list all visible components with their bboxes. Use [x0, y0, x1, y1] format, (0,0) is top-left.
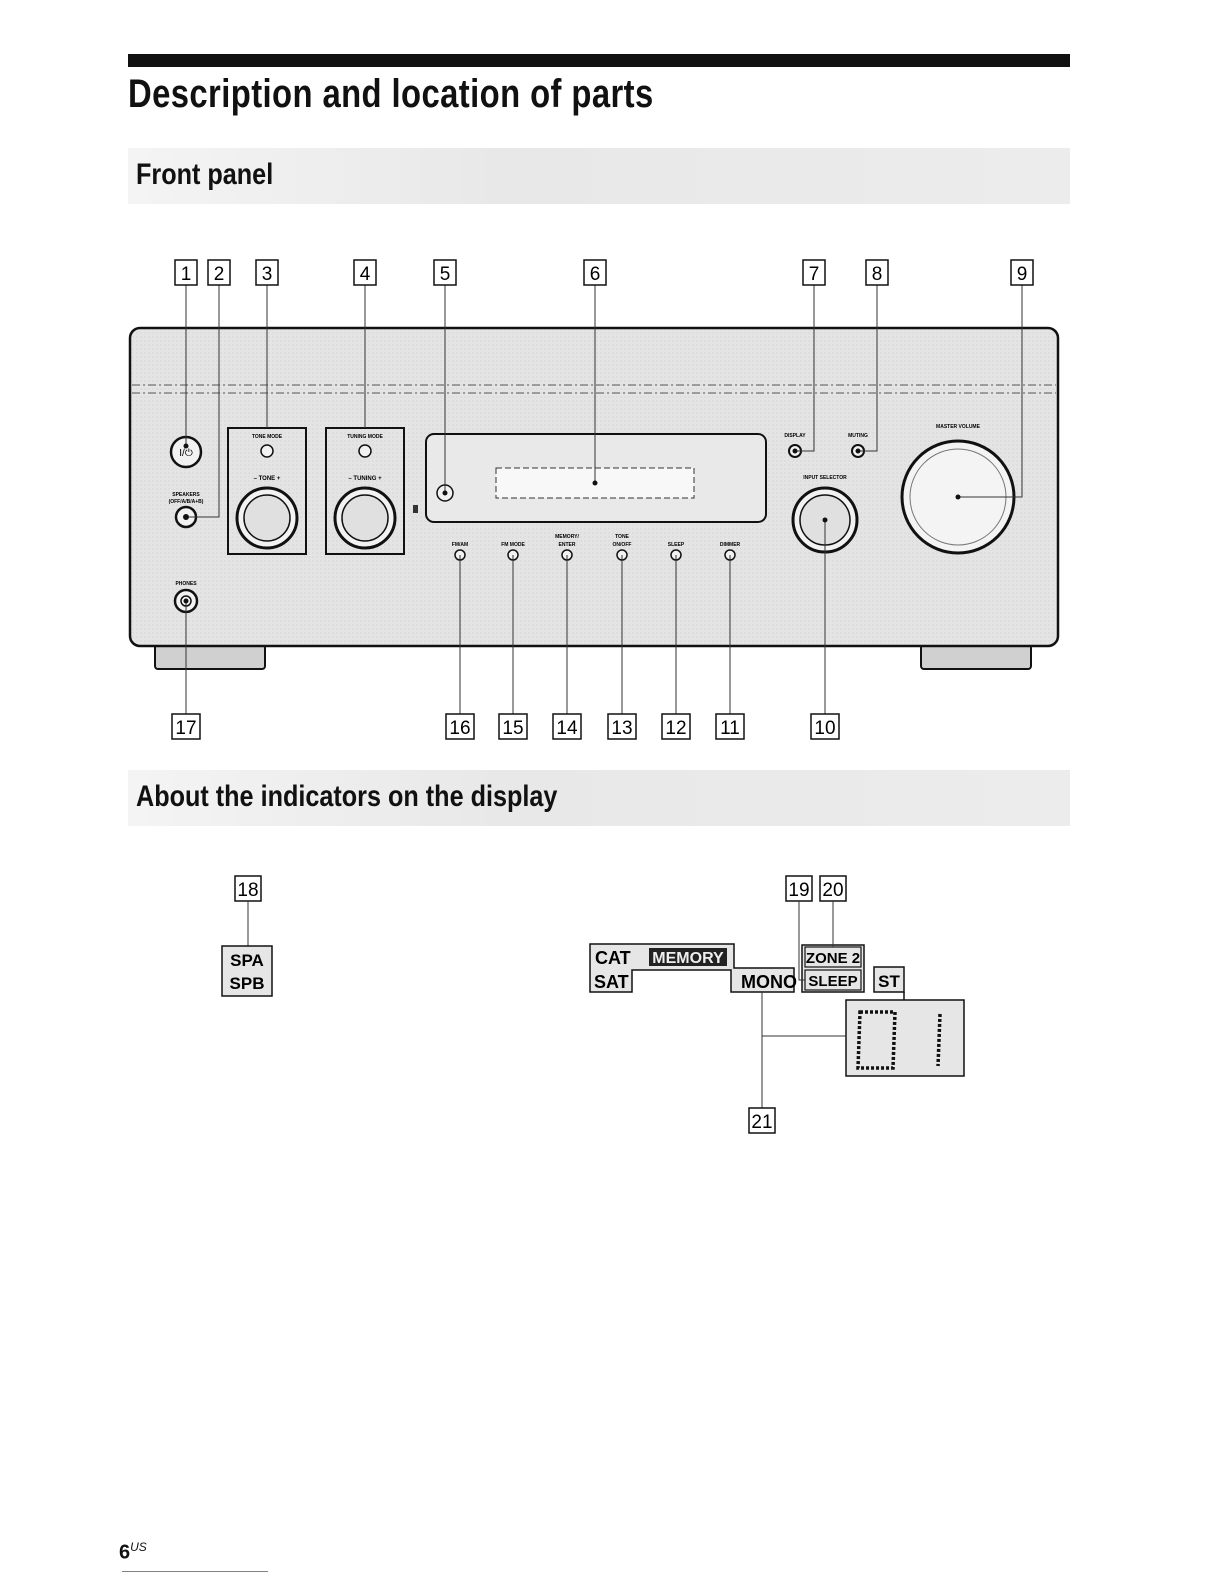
front-panel-section-header: Front panel: [128, 148, 1070, 204]
svg-text:5: 5: [440, 264, 451, 285]
dimmer-label: DIMMER: [720, 542, 741, 548]
callout-10: 10: [810, 713, 840, 740]
svg-text:19: 19: [788, 880, 809, 901]
svg-text:16: 16: [449, 718, 470, 739]
callout-19: 19: [785, 875, 813, 902]
callout-5: 5: [433, 259, 457, 286]
leader-dots-top: [183, 443, 961, 520]
front-panel-heading: Front panel: [136, 158, 274, 191]
svg-text:1: 1: [181, 264, 192, 285]
callout-7: 7: [802, 259, 826, 286]
tuning-mode-button[interactable]: [358, 444, 372, 458]
leader-lines-top: [185, 285, 1023, 518]
display-label: DISPLAY: [784, 433, 806, 439]
indicators-heading: About the indicators on the display: [136, 780, 558, 813]
footer-rule: [122, 1571, 268, 1572]
svg-text:9: 9: [1017, 264, 1028, 285]
callout-1: 1: [174, 259, 198, 286]
callout-16: 16: [445, 713, 475, 740]
title-rule: [128, 54, 1070, 67]
callout-8: 8: [865, 259, 889, 286]
callout-9: 9: [1010, 259, 1034, 286]
power-symbol: I/⏻: [179, 448, 193, 459]
tone-onoff-label-2: ON/OFF: [613, 542, 632, 548]
fm-am-label: FM/AM: [452, 542, 468, 548]
input-selector-label: INPUT SELECTOR: [803, 475, 847, 481]
svg-text:17: 17: [175, 718, 196, 739]
memory-indicator: MEMORY: [652, 950, 724, 967]
memory-enter-label: MEMORY/: [555, 534, 579, 540]
tone-label: – TONE +: [254, 476, 281, 482]
page-title: Description and location of parts: [128, 72, 654, 116]
memory-enter-label-2: ENTER: [559, 542, 576, 548]
svg-text:14: 14: [556, 718, 578, 739]
svg-text:11: 11: [720, 718, 740, 739]
callout-17: 17: [171, 713, 201, 740]
callout-18: 18: [234, 875, 262, 902]
svg-text:4: 4: [360, 264, 371, 285]
callout-2: 2: [207, 259, 231, 286]
cat-indicator: CAT: [595, 948, 631, 968]
callout-3: 3: [255, 259, 279, 286]
callout-20: 20: [819, 875, 847, 902]
st-indicator-frame: [873, 966, 905, 993]
svg-text:2: 2: [214, 264, 225, 285]
svg-text:13: 13: [611, 718, 632, 739]
st-indicator: ST: [878, 972, 900, 991]
sleep-indicator: SLEEP: [808, 973, 857, 990]
front-panel-diagram: I/⏻ SPEAKERS (OFF/A/B/A+B) PHONES TONE M…: [128, 259, 1060, 740]
callouts-top: 1 2 3 4 5 6 7 8 9: [174, 259, 1034, 286]
tuning-mode-label: TUNING MODE: [347, 434, 383, 440]
cat-sat-frame: [589, 943, 795, 993]
sat-indicator: SAT: [594, 972, 629, 992]
svg-text:3: 3: [262, 264, 273, 285]
svg-text:18: 18: [237, 880, 258, 901]
svg-text:21: 21: [751, 1112, 772, 1133]
spa-spb-indicator: [221, 945, 273, 997]
muting-label: MUTING: [848, 433, 868, 439]
phones-label: PHONES: [175, 581, 197, 587]
spb-indicator: SPB: [230, 974, 265, 993]
page-number: 6US: [119, 1540, 147, 1564]
speakers-label: SPEAKERS: [172, 492, 200, 498]
tone-mode-button[interactable]: [260, 444, 274, 458]
callouts-bottom: 17 16 15 14 13 12 11 10: [171, 713, 840, 740]
svg-text:7: 7: [809, 264, 820, 285]
tuning-label: – TUNING +: [348, 476, 382, 482]
callout-4: 4: [353, 259, 377, 286]
svg-text:6: 6: [590, 264, 601, 285]
svg-text:8: 8: [872, 264, 883, 285]
fm-mode-label: FM MODE: [501, 542, 525, 548]
leader-lines-bottom: [185, 520, 826, 714]
display-indicators-diagram: 18 SPA SPB CAT MEMORY SAT MONO ZONE 2 SL…: [221, 875, 965, 1134]
callout-12: 12: [661, 713, 691, 740]
digit-display-frame: [845, 992, 965, 1077]
svg-text:20: 20: [822, 880, 843, 901]
callout-21: 21: [748, 1107, 776, 1134]
svg-text:12: 12: [665, 718, 686, 739]
mono-indicator: MONO: [741, 972, 797, 992]
callout-11: 11: [715, 713, 745, 740]
tone-onoff-label: TONE: [615, 534, 629, 540]
callout-15: 15: [498, 713, 528, 740]
sleep-label: SLEEP: [668, 542, 685, 548]
callout-13: 13: [607, 713, 637, 740]
segment-digits-value: 01: [904, 1089, 906, 1091]
svg-text:10: 10: [814, 718, 835, 739]
callout-6: 6: [583, 259, 607, 286]
master-volume-label: MASTER VOLUME: [936, 424, 981, 430]
indicators-section-header: About the indicators on the display: [128, 770, 1070, 826]
callout-14: 14: [552, 713, 582, 740]
zone2-indicator: ZONE 2: [806, 950, 860, 967]
leader-dots-bottom: [183, 517, 828, 604]
spa-indicator: SPA: [230, 951, 264, 970]
tone-mode-label: TONE MODE: [252, 434, 283, 440]
digit-zero: [856, 1010, 897, 1070]
digit-one: [936, 1013, 942, 1067]
memory-indicator-bg: [649, 948, 727, 966]
svg-text:15: 15: [502, 718, 523, 739]
zone-sleep-frame: [801, 944, 865, 993]
speakers-sublabel: (OFF/A/B/A+B): [169, 499, 204, 505]
